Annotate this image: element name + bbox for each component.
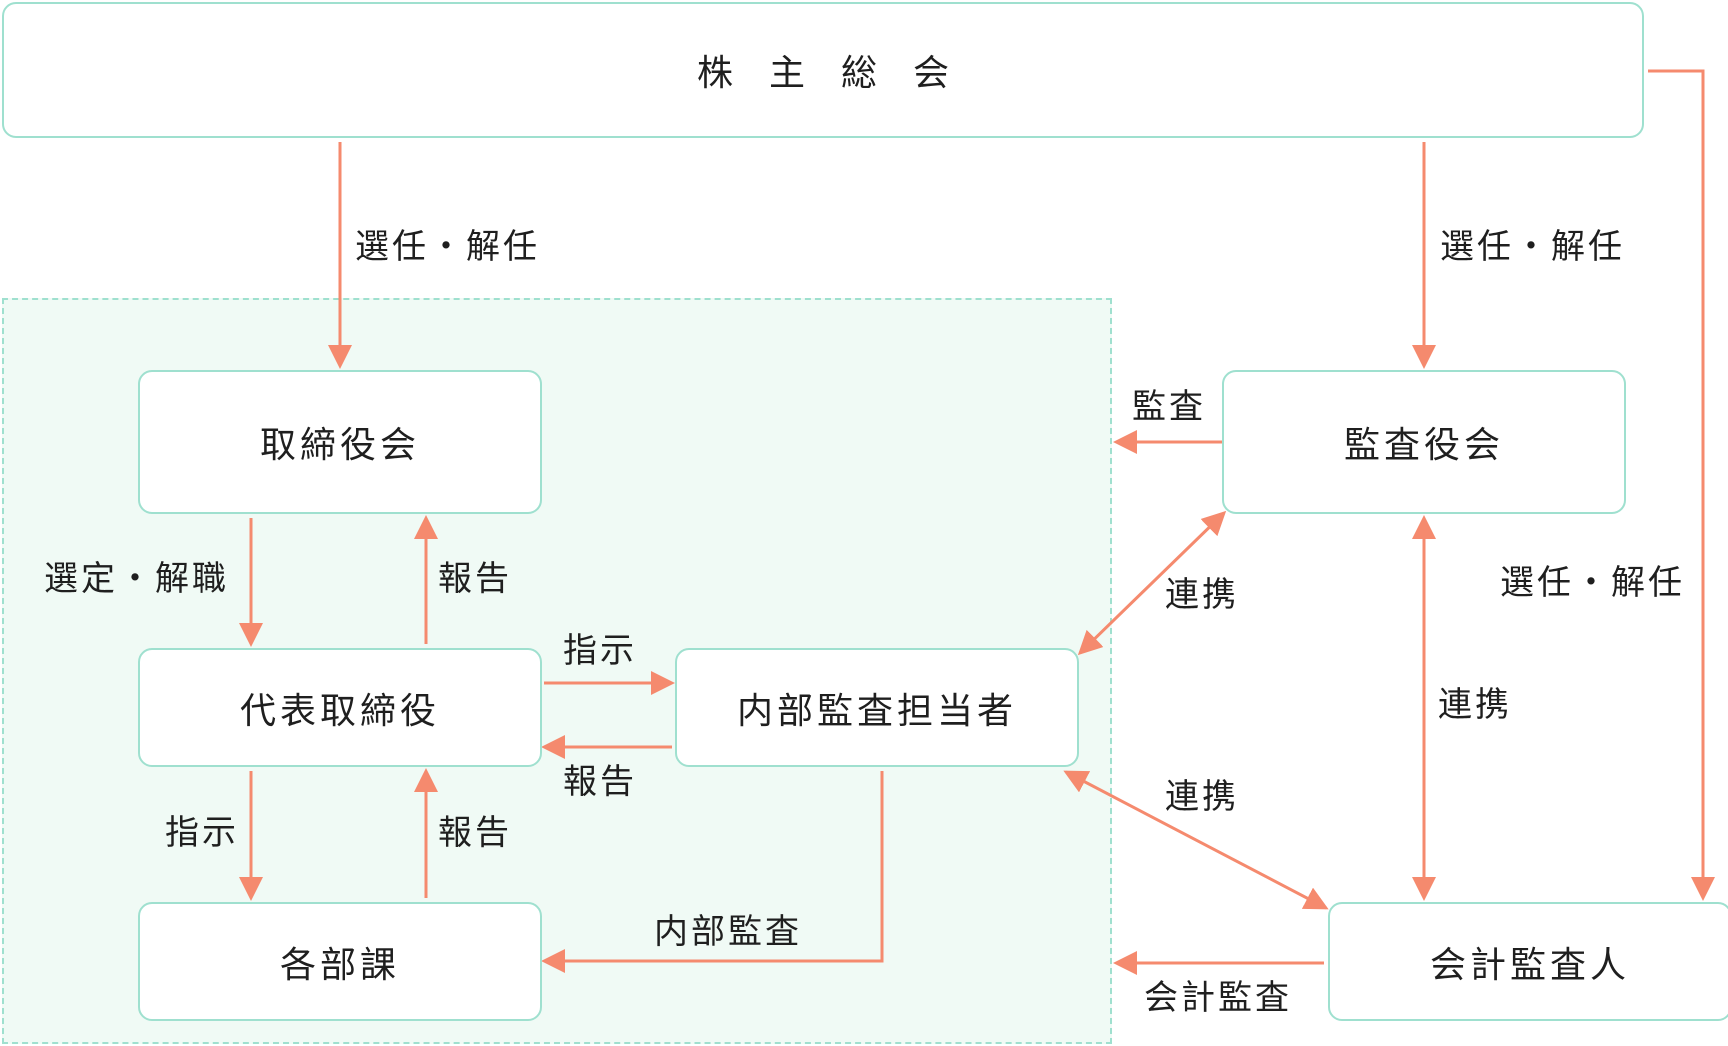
arrow-auditors-internal-link (1077, 510, 1227, 656)
label-board-to-representative: 選定・解職 (44, 559, 229, 599)
departments-title: 各部課 (279, 944, 400, 986)
accounting-auditor-title: 会計監査人 (1429, 944, 1630, 986)
board-of-directors-title: 取締役会 (259, 425, 420, 466)
board-of-directors-box: 取締役会 (138, 370, 542, 514)
label-representative-to-internal: 指示 (563, 631, 637, 671)
arrow-internal-to-departments (541, 771, 884, 973)
label-auditors-to-board: 監査 (1132, 387, 1206, 427)
label-representative-to-board: 報告 (438, 559, 512, 599)
accounting-auditor-box: 会計監査人 (1328, 902, 1728, 1021)
arrow-shareholders-to-accounting (1648, 69, 1715, 901)
audit-board-title: 監査役会 (1343, 425, 1504, 466)
label-representative-to-departments: 指示 (165, 813, 239, 853)
shareholders-meeting-title: 株主総会 (696, 53, 985, 94)
internal-auditor-title: 内部監査担当者 (736, 690, 1017, 732)
label-shareholders-to-accounting: 選任・解任 (1500, 563, 1685, 603)
label-auditors-accounting-link: 連携 (1438, 685, 1512, 725)
shareholders-meeting-box: 株主総会 (2, 2, 1644, 138)
label-internal-to-representative: 報告 (563, 762, 637, 802)
label-internal-accounting-link: 連携 (1165, 777, 1239, 817)
representative-director-box: 代表取締役 (138, 648, 542, 767)
departments-box: 各部課 (138, 902, 542, 1021)
label-auditors-internal-link: 連携 (1165, 575, 1239, 615)
label-internal-to-departments: 内部監査 (654, 912, 802, 952)
arrow-internal-accounting-link (1063, 770, 1329, 910)
label-departments-to-representative: 報告 (438, 813, 512, 853)
label-shareholders-to-board: 選任・解任 (355, 227, 540, 267)
representative-director-title: 代表取締役 (239, 690, 440, 732)
label-accounting-to-company: 会計監査 (1144, 978, 1292, 1018)
audit-board-box: 監査役会 (1222, 370, 1626, 514)
label-shareholders-to-auditors: 選任・解任 (1440, 227, 1625, 267)
internal-auditor-box: 内部監査担当者 (675, 648, 1079, 767)
